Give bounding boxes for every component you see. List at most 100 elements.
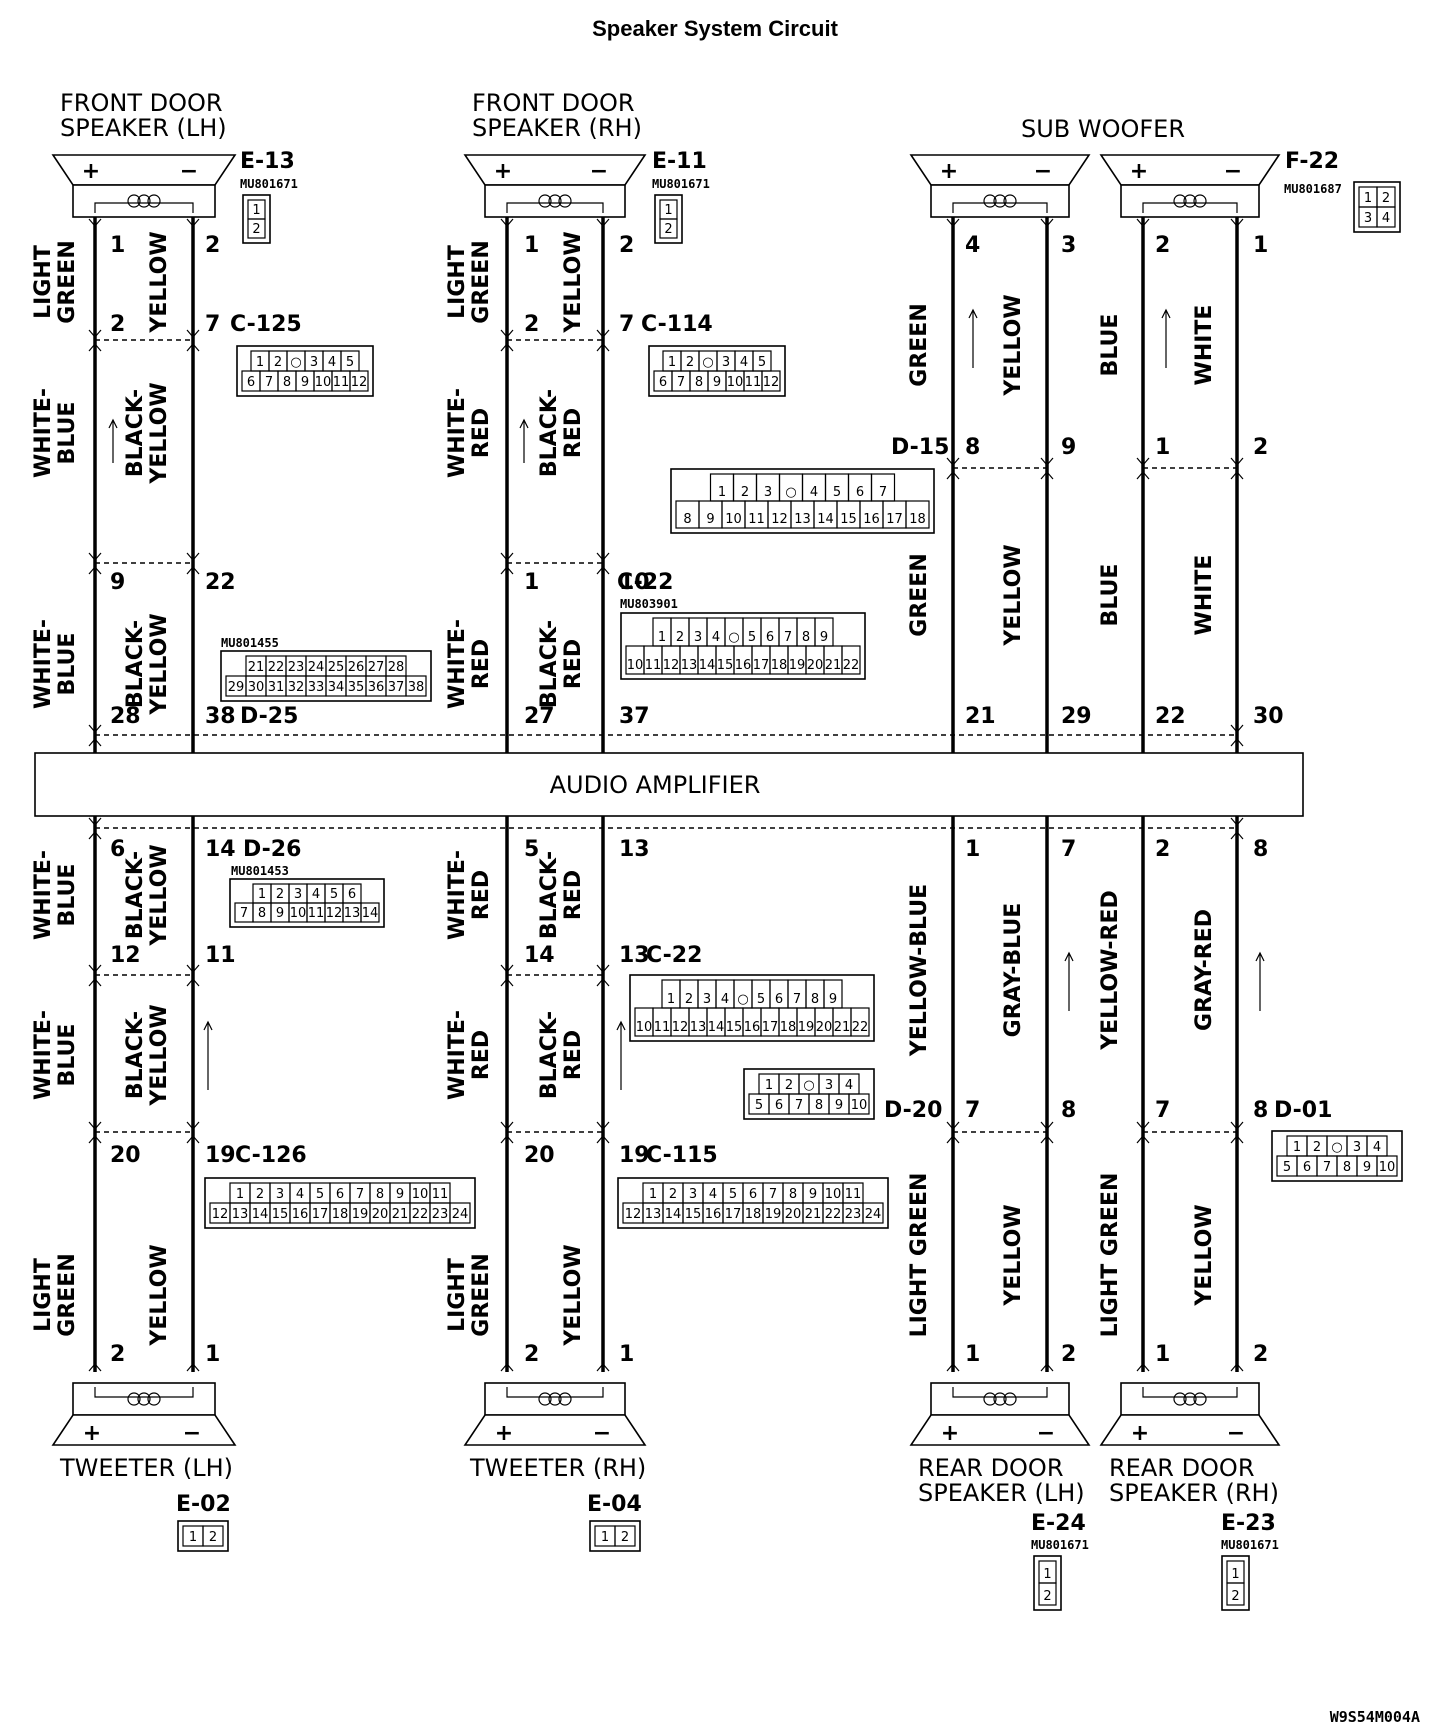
svg-text:BLACK-: BLACK-: [537, 1011, 562, 1099]
cavity-number: 16: [705, 1207, 722, 1222]
wire-color-label: GRAY-BLUE: [1001, 903, 1026, 1038]
connector-id-D-25: D-25: [240, 704, 298, 729]
cavity-number: 21: [825, 658, 842, 673]
cavity-number: 36: [368, 680, 385, 695]
wire-color-label: BLACK-YELLOW: [123, 382, 172, 484]
wire-color-label: BLACK-RED: [537, 1011, 586, 1099]
svg-text:RED: RED: [561, 870, 586, 920]
terminal-mark: [186, 978, 200, 987]
pin-number: 1: [1253, 233, 1268, 258]
signal-arrow-head: [1064, 951, 1074, 962]
cavity-number: 1: [1043, 1567, 1051, 1582]
part-number-F-22: MU801687: [1284, 182, 1342, 196]
pin-number: 28: [110, 704, 141, 729]
svg-text:BLACK-: BLACK-: [123, 620, 148, 708]
cavity-number: 9: [713, 375, 721, 390]
pin-number: 20: [110, 1143, 141, 1168]
cavity-number: 2: [685, 992, 693, 1007]
connector-cavity: [848, 1093, 870, 1115]
cavity-number: 12: [672, 1020, 689, 1035]
pin-number: 2: [110, 312, 125, 337]
cavity-number: 16: [735, 658, 752, 673]
terminal-mark: [500, 978, 514, 987]
wire-color-label: WHITE-BLUE: [31, 388, 80, 478]
cavity-number: 9: [276, 906, 284, 921]
cavity-number: 14: [665, 1207, 682, 1222]
cavity-number: ○: [785, 485, 796, 500]
cavity-number: 28: [388, 660, 405, 675]
cavity-number: 13: [232, 1207, 249, 1222]
cavity-number: 8: [258, 906, 266, 921]
svg-text:YELLOW: YELLOW: [147, 382, 172, 484]
pin-number: 13: [619, 943, 650, 968]
connector-id-E-04: E-04: [587, 1492, 642, 1517]
cavity-number: 3: [294, 887, 302, 902]
cavity-number: 9: [835, 1098, 843, 1113]
pin-number: 20: [524, 1143, 555, 1168]
terminal-mark: [946, 218, 960, 227]
terminal-mark: [596, 218, 610, 227]
cavity-number: 17: [753, 658, 770, 673]
cavity-number: 10: [412, 1187, 429, 1202]
plus-terminal: +: [82, 159, 100, 184]
terminal-mark: [596, 552, 610, 561]
cavity-number: 14: [708, 1020, 725, 1035]
component-name-rdr: SPEAKER (RH): [1109, 1479, 1279, 1507]
cavity-number: 20: [372, 1207, 389, 1222]
rear-door-speaker-rh-symbol: +−: [1099, 1382, 1281, 1446]
cavity-number: 12: [212, 1207, 229, 1222]
cavity-number: ○: [737, 992, 748, 1007]
component-name-fdl: SPEAKER (LH): [60, 114, 227, 142]
cavity-number: 6: [336, 1187, 344, 1202]
cavity-number: 6: [775, 1098, 783, 1113]
component-name-fdl: FRONT DOOR: [60, 89, 223, 117]
cavity-number: 11: [333, 375, 350, 390]
part-number-E-23: MU801671: [1221, 1538, 1279, 1552]
terminal-mark: [500, 1135, 514, 1144]
cavity-number: 6: [348, 887, 356, 902]
cavity-number: 7: [240, 906, 248, 921]
pin-number: 1: [1155, 435, 1170, 460]
wire-color-label: BLUE: [1098, 564, 1123, 627]
cavity-number: 3: [722, 355, 730, 370]
pin-number: 21: [965, 704, 996, 729]
terminal-mark: [1040, 471, 1054, 480]
pin-number: 7: [1061, 837, 1076, 862]
signal-arrow-head: [968, 308, 978, 319]
wire-color-label: BLACK-YELLOW: [123, 1004, 172, 1106]
svg-text:GRAY-RED: GRAY-RED: [1192, 909, 1217, 1031]
cavity-number: 9: [820, 630, 828, 645]
pin-number: 13: [619, 837, 650, 862]
terminal-mark: [186, 1121, 200, 1130]
terminal-mark: [186, 964, 200, 973]
wire-color-label: WHITE-BLUE: [31, 619, 80, 709]
terminal-mark: [88, 218, 102, 227]
cavity-number: 5: [757, 992, 765, 1007]
signal-arrow-head: [616, 1020, 626, 1031]
cavity-number: 3: [825, 1078, 833, 1093]
pin-number: 19: [205, 1143, 236, 1168]
cavity-number: 7: [265, 375, 273, 390]
cavity-number: 7: [879, 485, 887, 500]
terminal-mark: [88, 724, 102, 733]
cavity-number: 10: [627, 658, 644, 673]
terminal-mark: [1230, 1363, 1244, 1372]
plus-terminal: +: [495, 1421, 513, 1446]
cavity-number: 2: [252, 222, 260, 237]
cavity-number: 5: [346, 355, 354, 370]
cavity-number: 10: [851, 1098, 868, 1113]
cavity-number: 17: [762, 1020, 779, 1035]
cavity-number: 7: [677, 375, 685, 390]
connector-cavity: [1376, 1155, 1398, 1177]
pin-number: 29: [1061, 704, 1092, 729]
connector-cavity: [905, 500, 930, 529]
wire-color-label: BLACK-RED: [537, 389, 586, 477]
cavity-number: 12: [771, 512, 788, 527]
terminal-mark: [88, 329, 102, 338]
connector-id-E-13: E-13: [240, 149, 295, 174]
pin-number: 2: [1253, 1342, 1268, 1367]
part-number-D-25: MU801455: [221, 636, 279, 650]
cavity-number: 25: [328, 660, 345, 675]
cavity-number: 18: [780, 1020, 797, 1035]
part-number-C-22: MU803901: [620, 597, 678, 611]
